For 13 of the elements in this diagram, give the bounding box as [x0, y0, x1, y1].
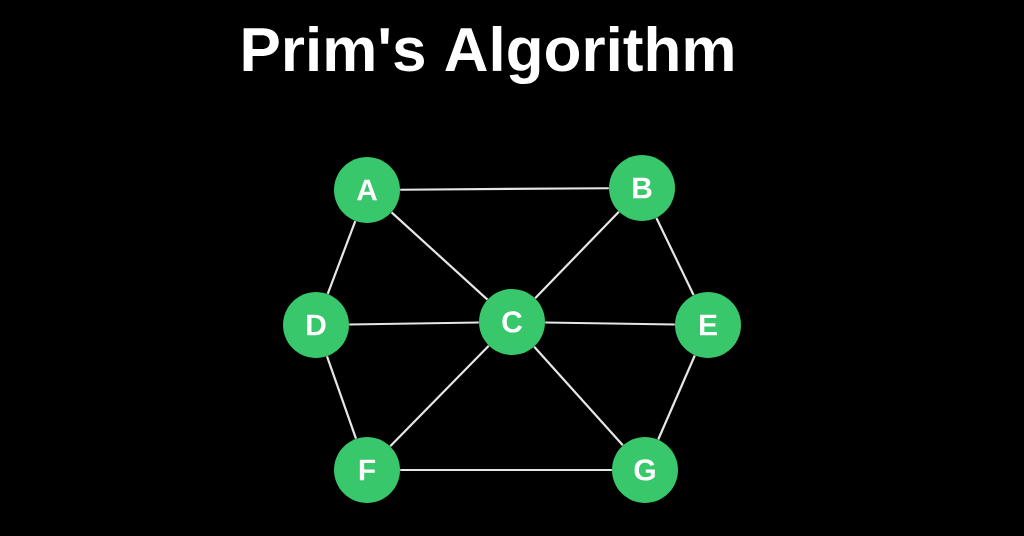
edge-line — [400, 187, 609, 191]
edge-line — [400, 468, 612, 472]
title: Prim's Algorithm — [243, 25, 733, 85]
edge-line — [349, 321, 479, 326]
edge-line — [657, 355, 696, 440]
edge-line — [326, 220, 357, 295]
edge-line — [390, 211, 489, 301]
edge-line — [655, 217, 695, 296]
edge-line — [533, 345, 624, 447]
edge-line — [389, 344, 490, 448]
edge-line — [545, 321, 675, 326]
edge-line — [326, 355, 358, 440]
edge-line — [534, 211, 620, 299]
